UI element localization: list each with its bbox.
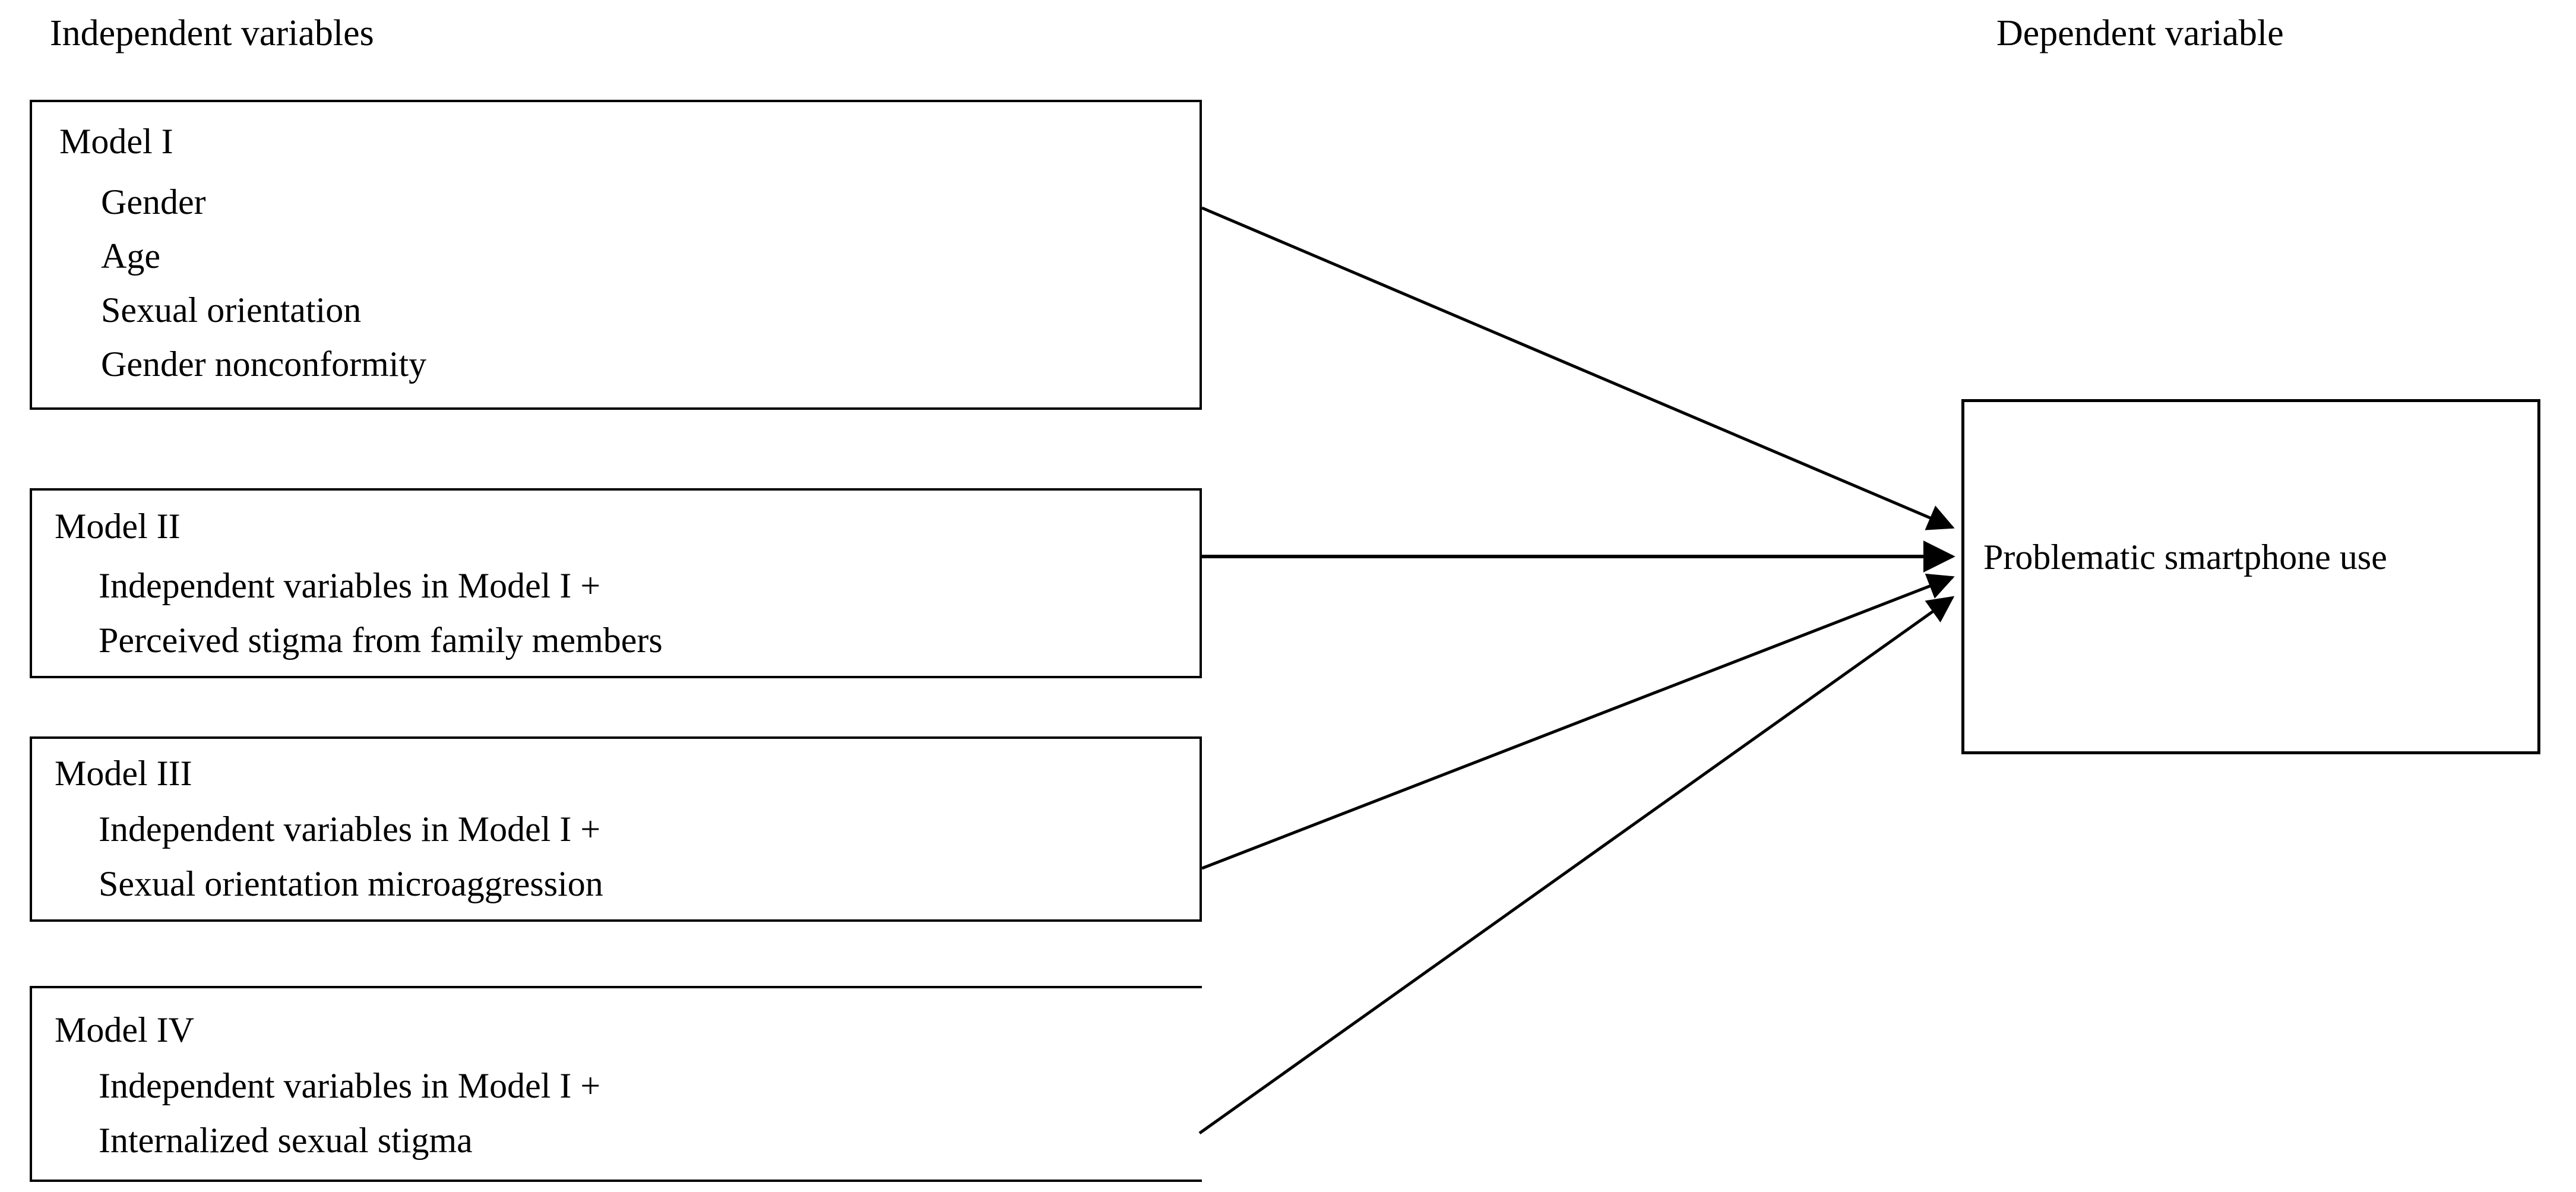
arrow-model-4-to-dependent (1198, 596, 1955, 1135)
model-1-title: Model I (59, 122, 173, 161)
model-3-title: Model III (55, 754, 192, 793)
model-4-item-internalized-stigma: Internalized sexual stigma (99, 1121, 473, 1160)
dependent-variable-header: Dependent variable (1996, 13, 2284, 53)
model-4-item-base-variables: Independent variables in Model I + (99, 1066, 601, 1105)
model-2-item-perceived-stigma: Perceived stigma from family members (99, 621, 663, 660)
model-4-title: Model IV (55, 1010, 194, 1049)
arrow-model-3-to-dependent (1201, 573, 1955, 870)
arrow-model-1-to-dependent (1201, 206, 1955, 530)
model-3-item-base-variables: Independent variables in Model I + (99, 810, 601, 849)
model-2-item-base-variables: Independent variables in Model I + (99, 566, 601, 605)
model-1-item-gender: Gender (101, 182, 206, 222)
model-3-box: Model III Independent variables in Model… (30, 736, 1202, 922)
dependent-variable-label: Problematic smartphone use (1983, 537, 2387, 577)
model-4-box: Model IV Independent variables in Model … (30, 986, 1202, 1182)
model-1-item-gender-nonconformity: Gender nonconformity (101, 344, 427, 384)
model-1-box: Model I Gender Age Sexual orientation Ge… (30, 100, 1202, 410)
model-2-box: Model II Independent variables in Model … (30, 488, 1202, 678)
dependent-variable-box: Problematic smartphone use (1961, 399, 2540, 754)
independent-variables-header: Independent variables (50, 13, 374, 53)
model-1-item-age: Age (101, 236, 160, 276)
model-1-item-sexual-orientation: Sexual orientation (101, 290, 362, 330)
model-3-item-microaggression: Sexual orientation microaggression (99, 864, 603, 903)
model-2-title: Model II (55, 507, 181, 546)
